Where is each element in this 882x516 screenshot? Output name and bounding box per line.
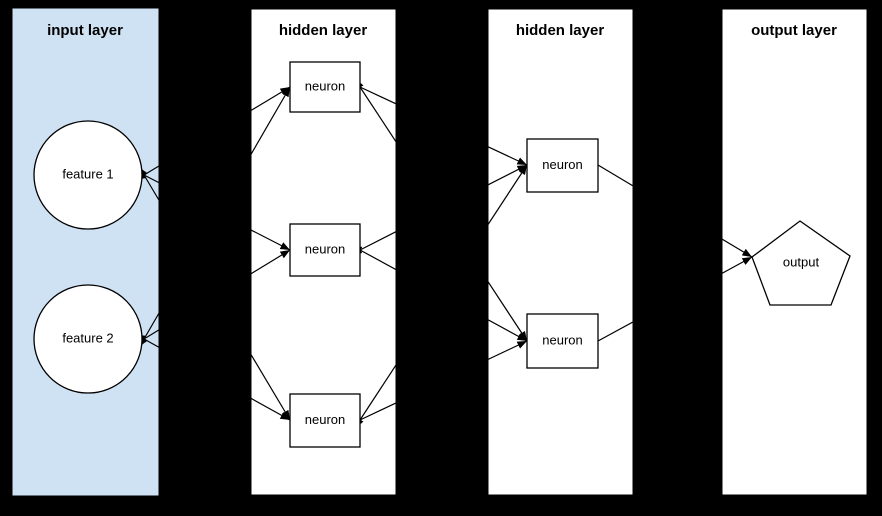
node-shape-hidden1-neuron-1[interactable]	[289, 61, 361, 113]
layer-titles-group: input layer hidden layer hidden layer outpu…	[47, 22, 837, 39]
node-label-feature-1: feature 1	[62, 166, 113, 181]
layer-boxes-group	[12, 8, 868, 496]
node-shape-output-node[interactable]	[751, 220, 851, 306]
node-label-output-node: output	[783, 254, 820, 269]
layer-panel-hidden-layer-2	[487, 8, 634, 496]
node-shape-feature-1[interactable]	[33, 120, 143, 230]
node-label-hidden1-neuron-3: neuron	[305, 412, 345, 427]
node-label-feature-2: feature 2	[62, 330, 113, 345]
layer-title-input-layer: input layer	[47, 22, 123, 39]
edge-feature-2-to-hidden1-neuron-2	[136, 249, 291, 344]
node-label-hidden2-neuron-2: neuron	[542, 332, 582, 347]
node-shape-feature-2[interactable]	[33, 284, 143, 394]
layer-panel-input-layer	[12, 8, 159, 496]
node-shape-hidden2-neuron-1[interactable]	[526, 138, 599, 193]
edge-hidden2-neuron-1-to-output-node	[597, 164, 753, 258]
node-label-hidden2-neuron-1: neuron	[542, 157, 582, 172]
edge-feature-2-to-hidden1-neuron-3	[136, 334, 291, 421]
layer-title-output-layer: output layer	[751, 22, 837, 39]
edges-group	[135, 79, 753, 428]
edge-hidden2-neuron-2-to-output-node	[597, 256, 753, 342]
nodes-group: feature 1 feature 2 neuron neuron neuron neur…	[33, 61, 851, 448]
layer-title-hidden-layer-1: hidden layer	[279, 22, 368, 39]
node-shape-hidden2-neuron-2[interactable]	[526, 313, 599, 369]
node-shape-hidden1-neuron-2[interactable]	[289, 223, 361, 277]
node-label-hidden1-neuron-2: neuron	[305, 241, 345, 256]
edge-hidden1-neuron-2-to-hidden2-neuron-2	[352, 245, 528, 342]
layer-title-hidden-layer-2: hidden layer	[516, 22, 605, 39]
node-label-hidden1-neuron-1: neuron	[305, 78, 345, 93]
edge-hidden1-neuron-3-to-hidden2-neuron-2	[351, 340, 528, 424]
node-shape-hidden1-neuron-3[interactable]	[289, 393, 361, 448]
